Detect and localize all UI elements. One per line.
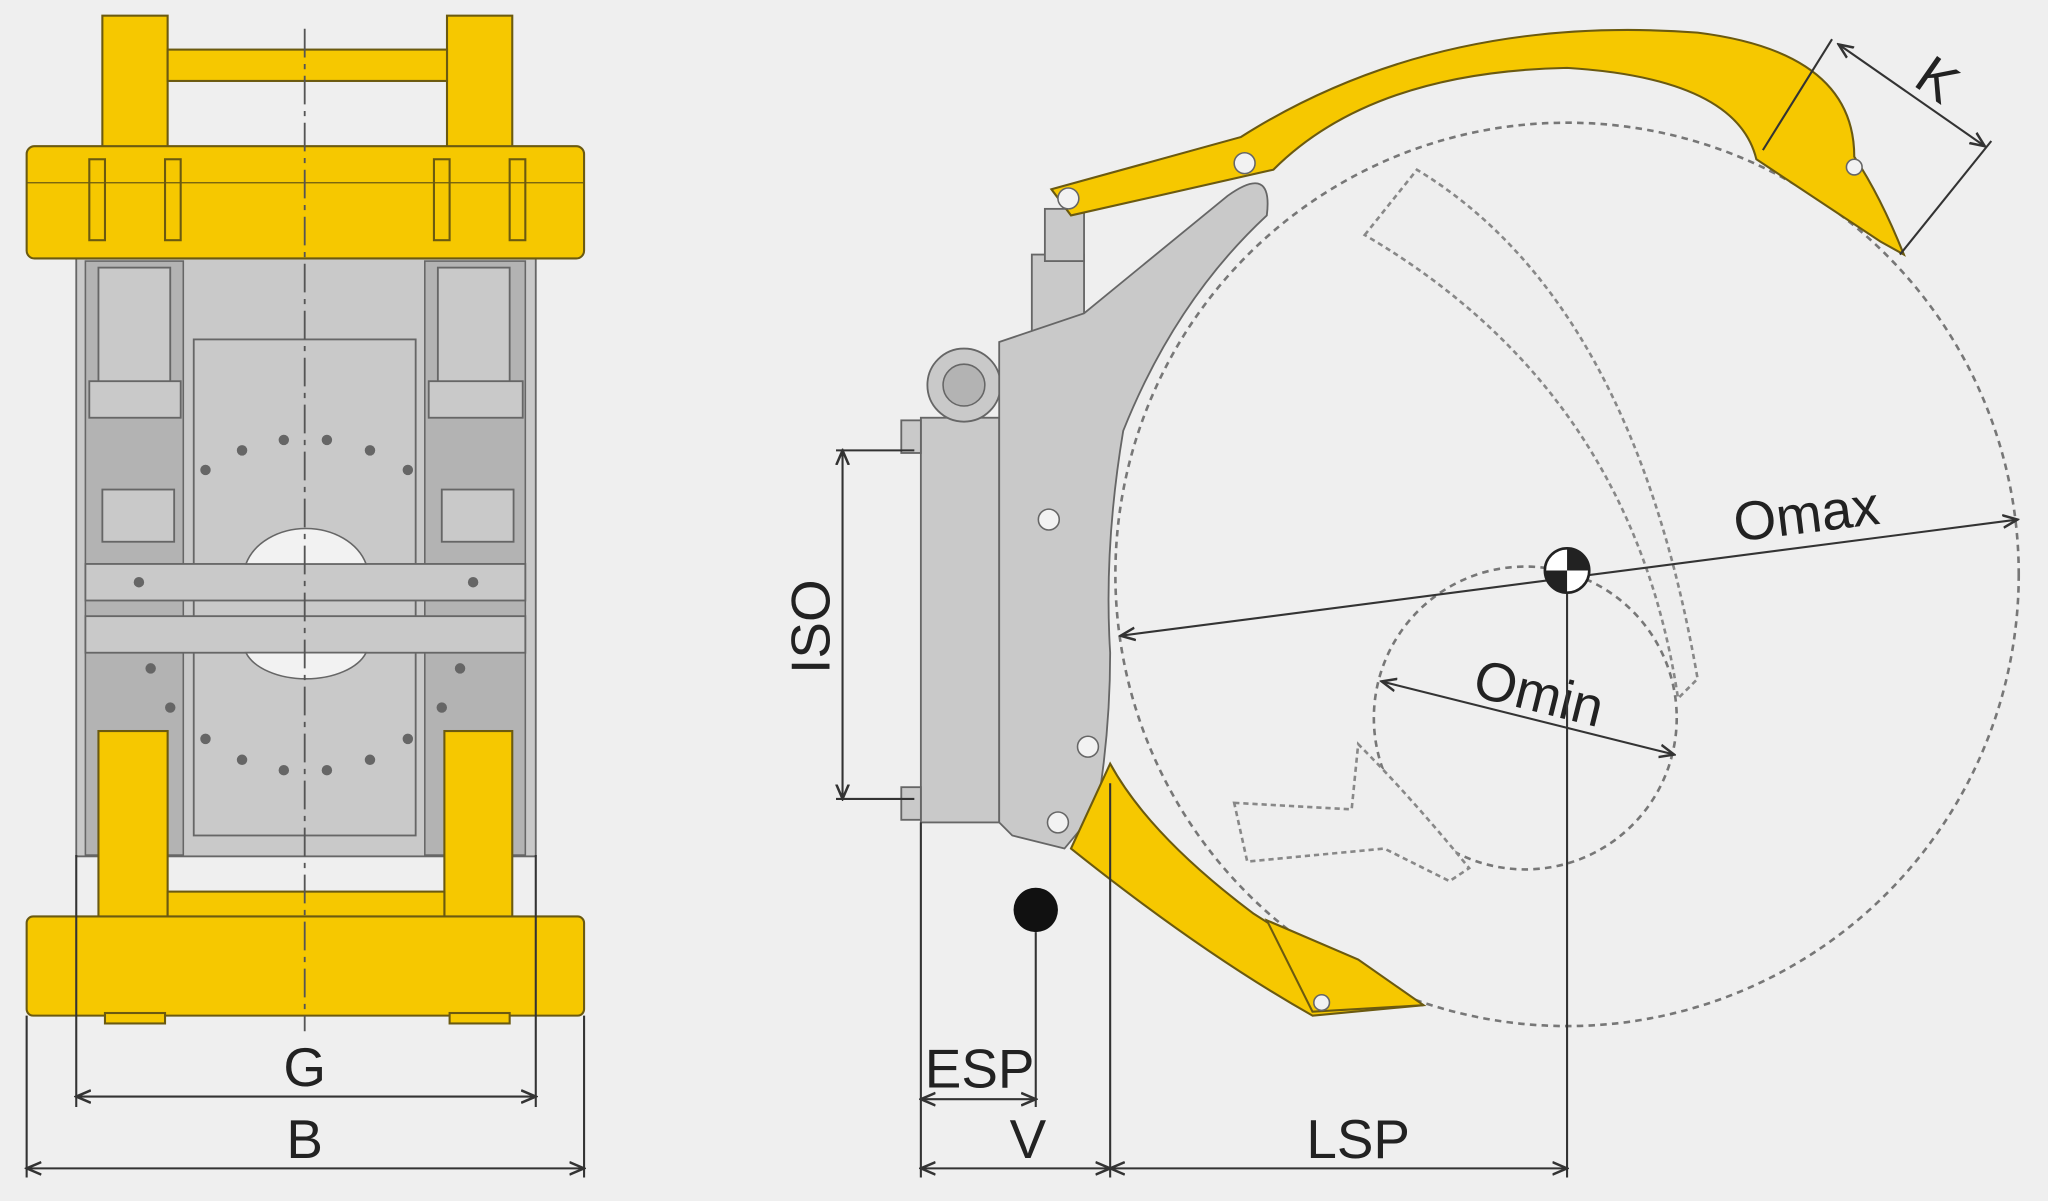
front-view: G B <box>27 14 584 1178</box>
label-g: G <box>283 1036 326 1098</box>
label-omax: Omax <box>1730 474 1883 553</box>
side-view: Omax Omin ISO ESP V LSP K <box>779 28 2018 1178</box>
label-esp: ESP <box>925 1037 1035 1099</box>
load-center-dot <box>1013 887 1058 933</box>
label-v: V <box>1010 1108 1047 1170</box>
label-iso: ISO <box>779 579 841 673</box>
ghost-upper-arm <box>1362 167 1700 702</box>
carriage-plate <box>919 416 1001 824</box>
label-lsp: LSP <box>1306 1108 1410 1170</box>
bottom-left-upright <box>97 729 169 928</box>
top-crossbar <box>166 48 449 82</box>
bottom-right-upright <box>443 729 514 928</box>
label-omin: Omin <box>1468 647 1610 739</box>
bearing-cutout-top <box>244 527 368 565</box>
label-b: B <box>286 1108 323 1170</box>
dimension-k <box>1839 44 1985 146</box>
dimension-omin <box>1382 681 1674 754</box>
upper-clamp-arm <box>1049 28 1906 257</box>
label-k: K <box>1905 43 1971 115</box>
bearing-cutout-bottom <box>244 651 368 680</box>
clamp-frame <box>998 182 1269 850</box>
bolt-circle <box>133 434 479 776</box>
roll-center-marker <box>1543 546 1591 594</box>
ghost-lower-arm <box>1232 741 1472 883</box>
